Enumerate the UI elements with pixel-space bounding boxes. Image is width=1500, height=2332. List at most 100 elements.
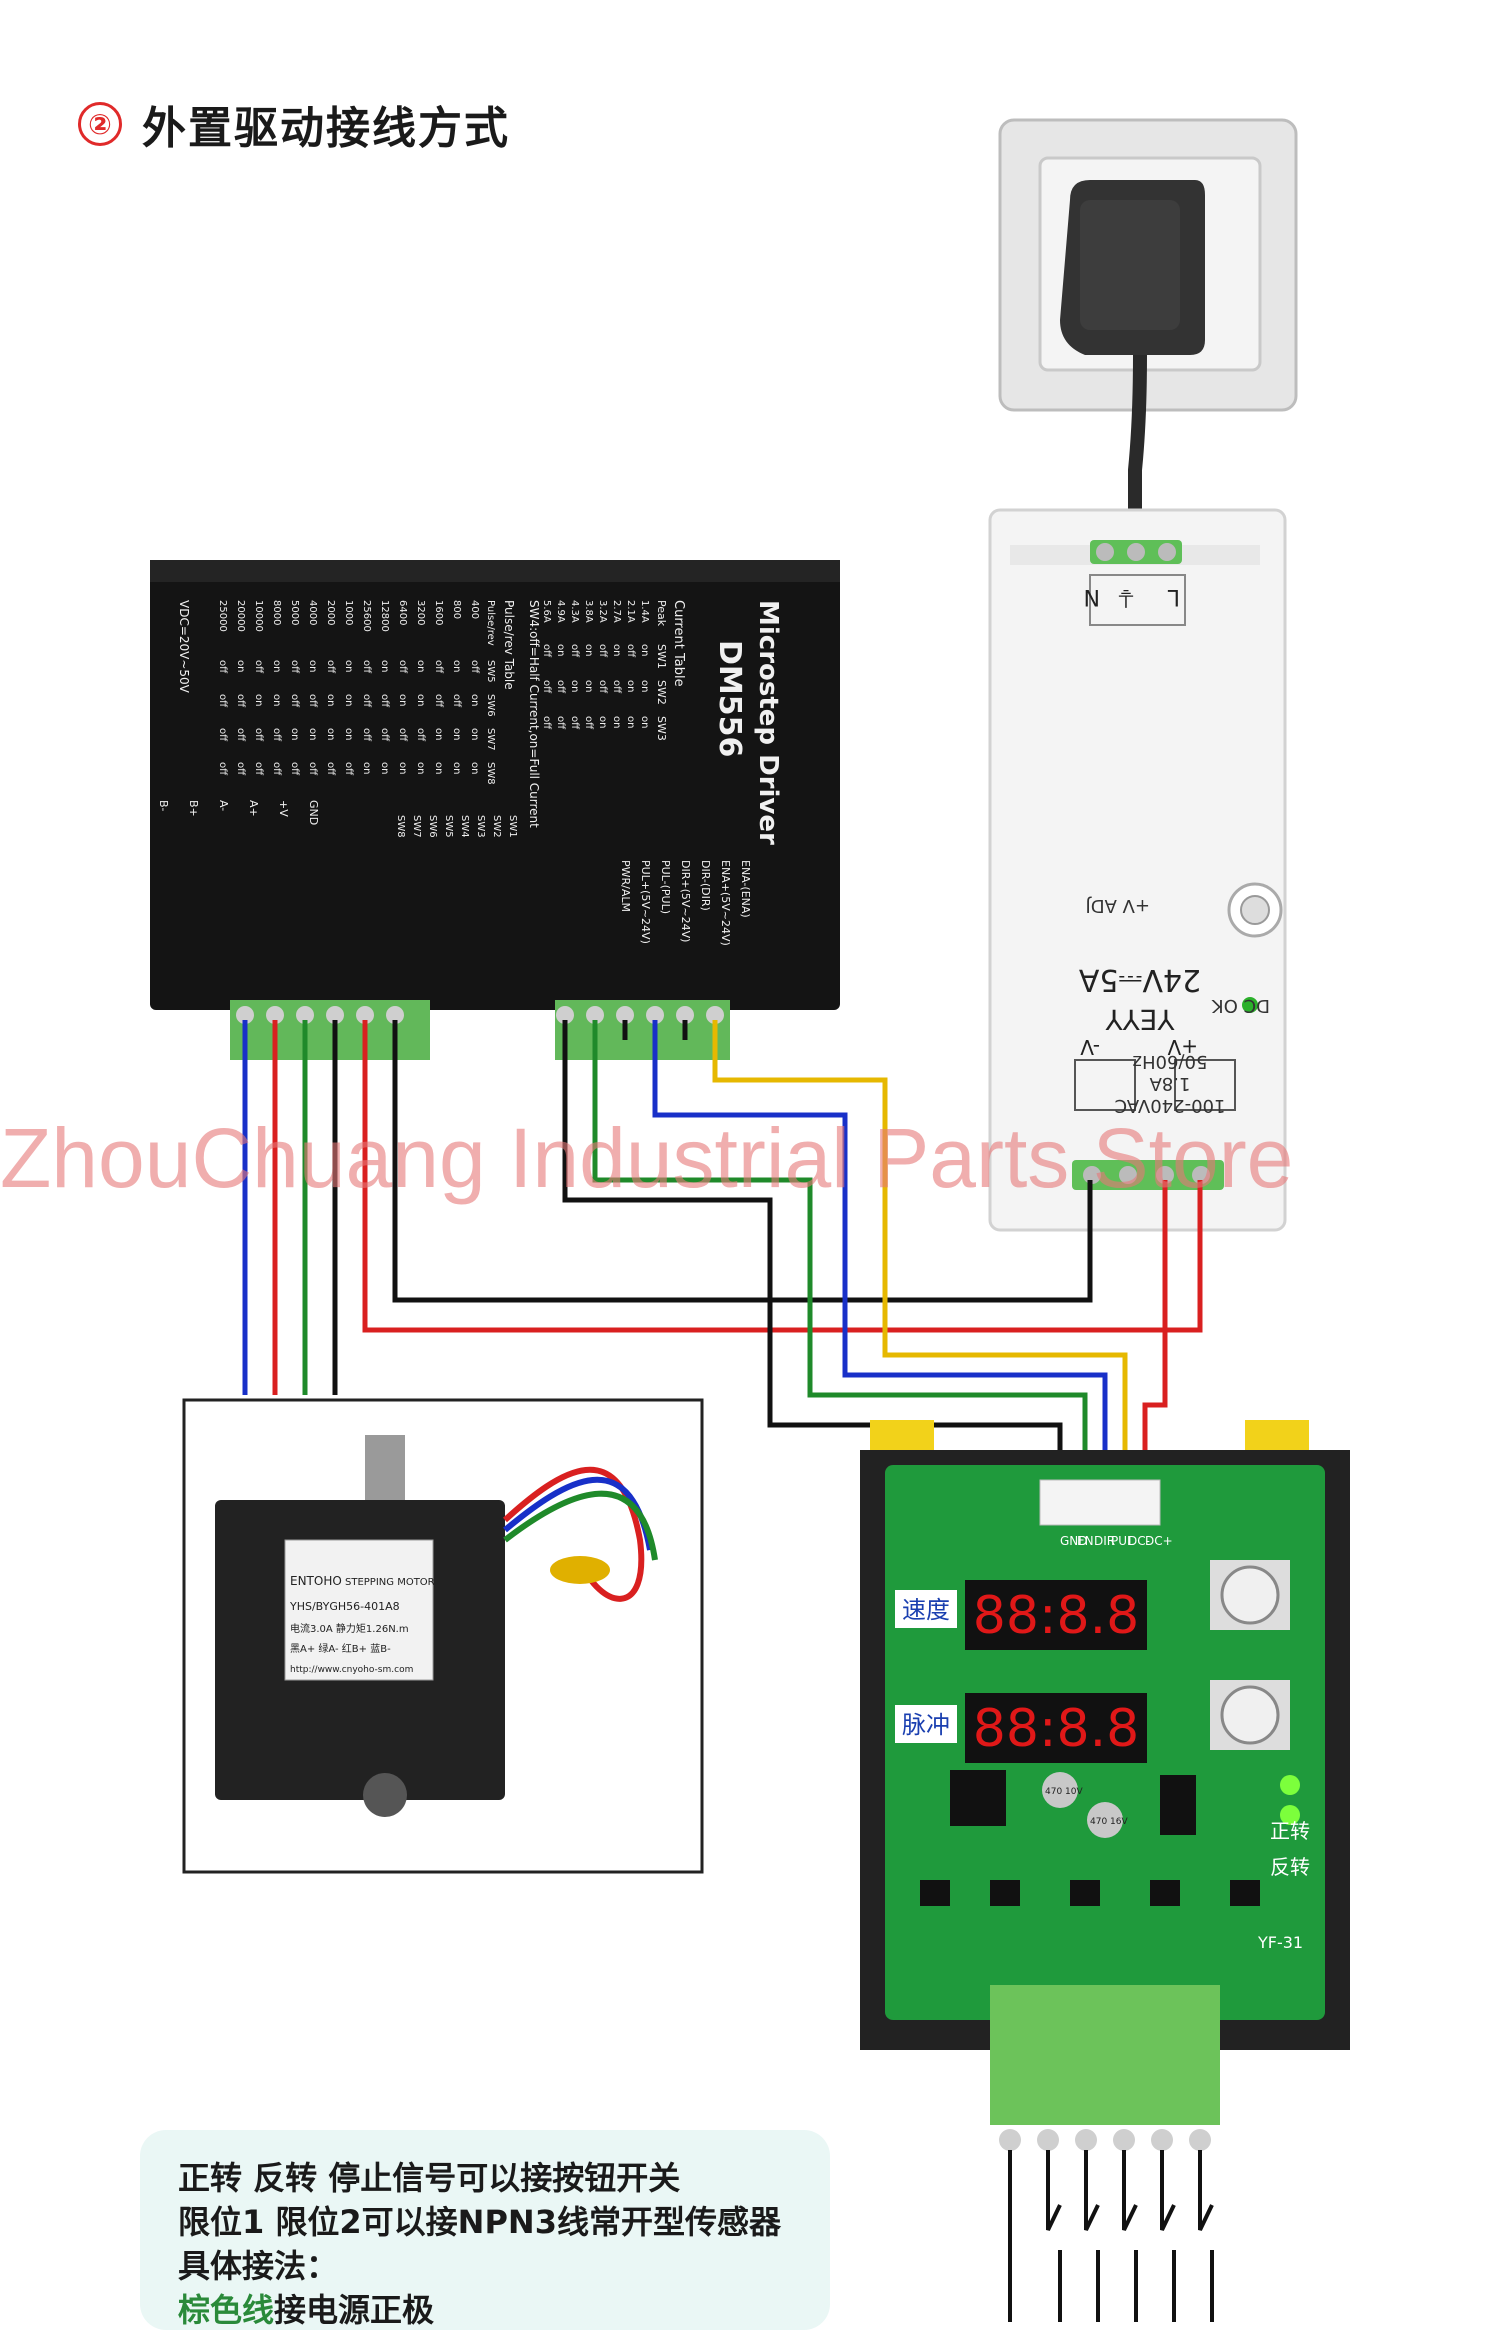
pulse-table-header: SW5 <box>485 660 496 683</box>
note-line-4: 棕色线接电源正极 <box>178 2288 792 2332</box>
psu-rating: 24V⎓5A <box>1078 962 1201 997</box>
psu-adj: +V ADJ <box>1085 895 1150 916</box>
signal-label: PUL+(5V~24V) <box>639 860 652 944</box>
signal-label: DIR-(DIR) <box>699 860 712 911</box>
controller-pin-label: DC+ <box>1145 1534 1173 1548</box>
signal-label: ENA+(5V~24V) <box>719 860 732 946</box>
current-table-cell: off <box>555 716 566 730</box>
pulse-table-cell: off <box>325 762 336 776</box>
motor-url: http://www.cnyoho-sm.com <box>290 1665 413 1675</box>
pulse-table-cell: 1600 <box>433 600 444 625</box>
current-table-cell: 2.7A <box>611 600 622 623</box>
power-label: GND <box>307 800 320 825</box>
wire-dir-minus <box>592 1020 1088 1480</box>
board-model: YF-31 <box>1257 1933 1303 1952</box>
pulse-table-cell: on <box>235 660 246 672</box>
pulse-table-cell: 1000 <box>343 600 354 625</box>
pulse-label: 脉冲 <box>902 1711 950 1739</box>
current-table-cell: off <box>541 680 552 694</box>
power-label: A- <box>217 800 230 811</box>
psu-ac-ground: ⏚ <box>1115 584 1137 609</box>
cap-2: 470 16V <box>1090 1817 1128 1827</box>
current-table-cell: 3.2A <box>597 600 608 623</box>
pulse-table-cell: off <box>451 694 462 708</box>
current-table-cell: off <box>541 716 552 730</box>
pulse-table-cell: on <box>271 694 282 706</box>
psu-freq: 50/60Hz <box>1133 1051 1208 1072</box>
pulse-table-cell: on <box>325 728 336 740</box>
wire-vplus <box>362 1020 1203 1333</box>
pulse-table-cell: off <box>379 728 390 742</box>
pulse-table-cell: off <box>361 660 372 674</box>
current-table-cell: on <box>611 716 622 728</box>
current-table-cell: off <box>583 716 594 730</box>
note-line-4-rest: 接电源正极 <box>274 2291 435 2329</box>
current-table-cell: on <box>583 644 594 656</box>
psu-brand: YEYY <box>1105 1003 1176 1036</box>
pulse-table-cell: off <box>361 728 372 742</box>
power-label: +V <box>277 800 290 817</box>
power-label: B- <box>157 800 170 812</box>
pulse-table-cell: on <box>415 660 426 672</box>
pulse-table-cell: 25000 <box>217 600 228 632</box>
psu-input: 100-240VAC <box>1115 1095 1226 1116</box>
current-table-cell: off <box>625 644 636 658</box>
current-table-cell: on <box>639 680 650 692</box>
pulse-table-cell: on <box>469 762 480 774</box>
vdc-label: VDC=20V~50V <box>177 600 191 694</box>
pulse-table-cell: on <box>289 728 300 740</box>
signal-label: PUL-(PUL) <box>659 860 672 914</box>
switch-label: SW7 <box>411 815 422 838</box>
power-label: A+ <box>247 800 260 817</box>
pulse-table: Pulse/revSW5SW6SW7SW8400offononon800onof… <box>217 600 496 785</box>
controller-pin-label: GND <box>1060 1534 1088 1548</box>
pulse-table-cell: off <box>235 694 246 708</box>
pulse-table-cell: 2000 <box>325 600 336 625</box>
psu-current: 1.8A <box>1149 1073 1191 1094</box>
controller-pin-label: EN <box>1077 1534 1094 1548</box>
pulse-table-cell: off <box>325 660 336 674</box>
pulse-table-cell: on <box>397 762 408 774</box>
sw4-note: SW4:off=Half Current,on=Full Current <box>527 600 541 828</box>
psu-dc-ok: DC OK <box>1211 995 1270 1016</box>
current-table-cell: on <box>569 680 580 692</box>
psu-ac-n: N <box>1084 584 1100 609</box>
wires <box>242 1020 1203 1480</box>
controller-pin-label: DIR <box>1094 1534 1115 1548</box>
power-supply: YEYY 24V⎓5A 100-240VAC 1.8A 50/60Hz +V A… <box>988 508 1287 1232</box>
pulse-table-cell: off <box>307 694 318 708</box>
wire-dir-plus <box>652 1020 1108 1480</box>
pulse-table-cell: off <box>217 660 228 674</box>
section-number: ② <box>78 102 122 146</box>
pulse-table-cell: off <box>289 762 300 776</box>
pulse-table-cell: on <box>415 762 426 774</box>
pulse-table-cell: off <box>235 762 246 776</box>
current-table-header: SW2 <box>655 680 668 705</box>
note-highlight: 棕色线 <box>178 2291 275 2329</box>
pulse-table-cell: off <box>271 762 282 776</box>
motor-wiring: 黑A+ 绿A- 红B+ 蓝B- <box>290 1642 391 1655</box>
current-table-cell: 4.9A <box>555 600 566 623</box>
pulse-table-cell: on <box>415 694 426 706</box>
section-title: 外置驱动接线方式 <box>142 103 510 154</box>
pulse-table-cell: on <box>343 660 354 672</box>
pulse-table-cell: off <box>307 762 318 776</box>
wire-dc-plus <box>1142 1180 1168 1480</box>
wire-gnd <box>392 1020 1093 1303</box>
forward-label: 正转 <box>1270 1819 1310 1843</box>
motor-label: STEPPING MOTOR <box>345 1577 435 1588</box>
signal-label: ENA-(ENA) <box>739 860 752 918</box>
pulse-table-cell: off <box>397 728 408 742</box>
pulse-table-title: Pulse/rev Table <box>502 600 516 690</box>
pulse-table-cell: off <box>433 694 444 708</box>
switch-label: SW8 <box>395 815 406 838</box>
power-labels: GND+VA+A-B+B- <box>157 800 320 825</box>
current-table-cell: on <box>639 716 650 728</box>
pulse-table-cell: on <box>451 762 462 774</box>
switch-label: SW1 <box>507 815 518 838</box>
pulse-table-header: SW7 <box>485 728 496 751</box>
note-line-3: 具体接法： <box>178 2247 339 2285</box>
watermark: ZhouChuang Industrial Parts Store <box>0 1111 1294 1205</box>
wire-ena-minus <box>562 1020 1063 1480</box>
